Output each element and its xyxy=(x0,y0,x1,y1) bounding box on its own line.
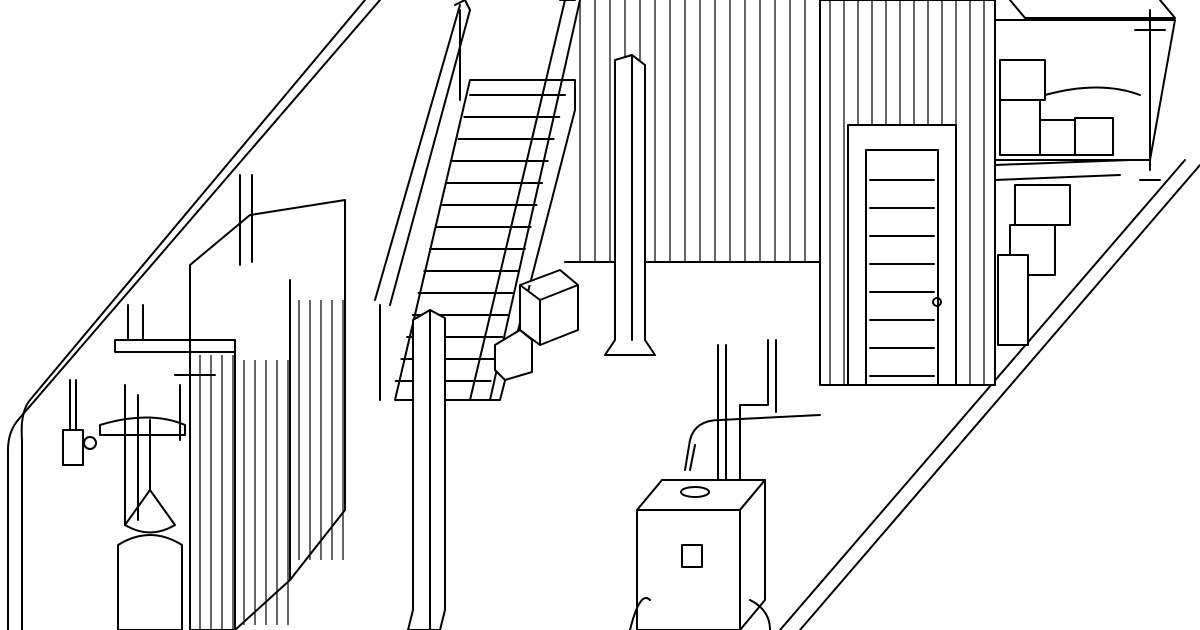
back-wall-planks xyxy=(579,0,806,262)
control-box xyxy=(681,544,703,568)
electrical-box xyxy=(62,379,97,466)
furnace xyxy=(629,339,821,630)
storage-closet xyxy=(819,0,996,386)
wall-outline xyxy=(7,0,1200,630)
closet-door[interactable] xyxy=(847,124,957,386)
water-heater xyxy=(99,374,216,630)
shower-stalls xyxy=(114,174,346,630)
door-knob[interactable] xyxy=(932,297,942,307)
storage-shelves xyxy=(994,0,1176,346)
support-post-back xyxy=(604,54,656,356)
boxes xyxy=(494,269,579,381)
support-post-front xyxy=(407,309,446,630)
